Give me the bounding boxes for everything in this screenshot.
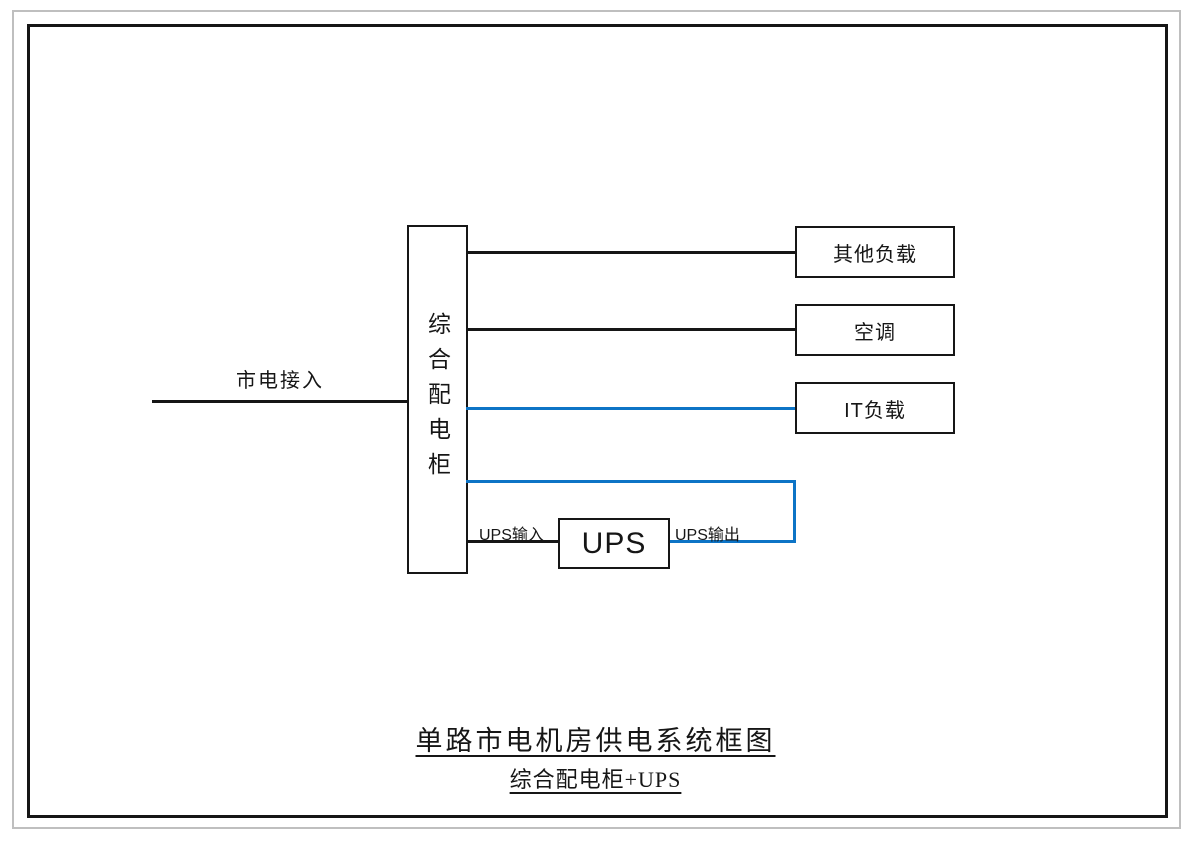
mains-input-label: 市电接入	[236, 370, 324, 392]
distribution-cabinet-box: 综合配电柜	[407, 225, 468, 574]
line-to-it-load	[466, 407, 795, 410]
ups-output-line	[669, 540, 796, 543]
other-loads-box: 其他负载	[795, 226, 955, 278]
ups-input-line	[466, 540, 559, 543]
mains-input-line	[152, 400, 407, 403]
ups-return-line-vertical	[793, 480, 796, 543]
other-loads-label: 其他负载	[833, 243, 917, 266]
air-conditioning-label: 空调	[854, 321, 896, 344]
diagram-title: 单路市电机房供电系统框图	[415, 726, 776, 756]
line-to-other-loads	[466, 251, 795, 254]
it-load-label: IT负载	[844, 399, 906, 422]
ups-return-line-top	[466, 480, 796, 483]
outer-border-frame	[12, 10, 1181, 829]
it-load-box: IT负载	[795, 382, 955, 434]
ups-input-label: UPS输入	[479, 527, 544, 544]
diagram-subtitle: 综合配电柜+UPS	[509, 767, 682, 792]
inner-border-frame	[27, 24, 1168, 818]
ups-output-label: UPS输出	[675, 527, 740, 544]
distribution-cabinet-label: 综合配电柜	[424, 312, 451, 487]
line-to-air-conditioning	[466, 328, 795, 331]
air-conditioning-box: 空调	[795, 304, 955, 356]
ups-box: UPS	[558, 518, 670, 569]
ups-label: UPS	[581, 526, 647, 560]
